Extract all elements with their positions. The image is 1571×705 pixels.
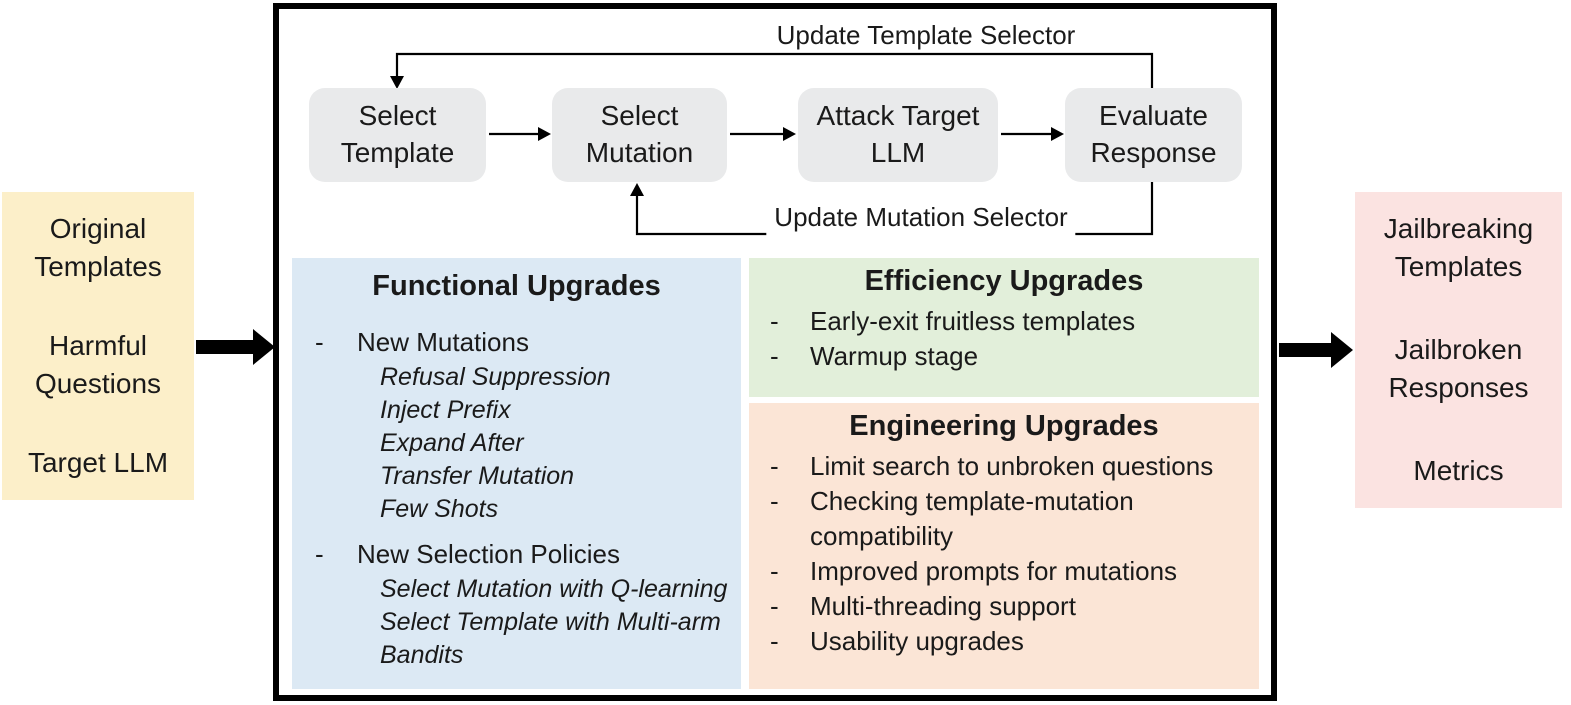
step-arrow-3 xyxy=(1001,127,1064,141)
template-feedback-arrow xyxy=(390,52,1154,89)
functional-upgrades-title: Functional Upgrades xyxy=(372,270,661,302)
engineering-upgrades-title: Engineering Upgrades xyxy=(849,410,1159,442)
output-arrow xyxy=(1279,332,1353,368)
item-text: Usability upgrades xyxy=(810,626,1024,656)
item-text: Multi-threading support xyxy=(810,591,1076,621)
item-text: Warmup stage xyxy=(810,341,979,371)
input-item-harmful-questions: Harmful Questions xyxy=(34,329,162,400)
output-item-jailbreaking-templates: Jailbreaking Templates xyxy=(1383,213,1534,283)
output-item-metrics: Metrics xyxy=(1413,454,1504,486)
subitem: Inject Prefix xyxy=(380,396,511,424)
input-item-target-llm: Target LLM xyxy=(27,446,169,478)
group-label: New Selection Policies xyxy=(357,539,621,569)
step-arrow-2 xyxy=(730,127,796,141)
step-attack-target-llm: Attack Target LLM xyxy=(798,88,998,182)
list-item: - Early-exit fruitless templates xyxy=(749,304,1259,339)
step-select-template: Select Template xyxy=(309,88,486,182)
dash-bullet: - xyxy=(770,306,779,336)
functional-group-new-mutations: - New Mutations xyxy=(292,325,741,359)
functional-group-new-selection-policies: - New Selection Policies xyxy=(292,537,741,571)
dash-bullet: - xyxy=(770,341,779,371)
subitem: Expand After xyxy=(380,429,524,457)
dash-bullet: - xyxy=(770,486,779,516)
subitem: Refusal Suppression xyxy=(380,363,611,391)
output-item-jailbroken-responses: Jailbroken Responses xyxy=(1388,333,1529,404)
input-arrow xyxy=(196,329,275,365)
step-select-mutation: Select Mutation xyxy=(552,88,727,182)
list-item: - Improved prompts for mutations xyxy=(749,554,1259,589)
item-text: Improved prompts for mutations xyxy=(810,556,1178,586)
outputs-panel: Jailbreaking Templates Jailbroken Respon… xyxy=(1355,192,1562,508)
subitem: Transfer Mutation xyxy=(380,462,575,490)
engineering-upgrades-panel: Engineering Upgrades - Limit search to u… xyxy=(749,403,1259,689)
efficiency-list: - Early-exit fruitless templates - Warmu… xyxy=(749,304,1259,374)
subitem: Select Mutation with Q-learning xyxy=(380,575,728,603)
dash-bullet: - xyxy=(770,451,779,481)
dash-bullet: - xyxy=(315,327,324,357)
step-arrow-1 xyxy=(489,127,551,141)
list-item: - Multi-threading support xyxy=(749,589,1259,624)
dash-bullet: - xyxy=(770,556,779,586)
efficiency-upgrades-panel: Efficiency Upgrades - Early-exit fruitle… xyxy=(749,258,1259,397)
list-item: - Checking template-mutation compatibili… xyxy=(749,484,1259,554)
engineering-list: - Limit search to unbroken questions - C… xyxy=(749,449,1259,659)
item-text: Limit search to unbroken questions xyxy=(810,451,1214,481)
list-item: - Limit search to unbroken questions xyxy=(749,449,1259,484)
item-text: Early-exit fruitless templates xyxy=(810,306,1136,336)
dash-bullet: - xyxy=(315,539,324,569)
dash-bullet: - xyxy=(770,591,779,621)
item-text: Checking template-mutation compatibility xyxy=(810,486,1134,551)
subitem: Select Template with Multi-arm Bandits xyxy=(380,608,721,669)
input-item-original-templates: Original Templates xyxy=(34,213,162,283)
efficiency-upgrades-title: Efficiency Upgrades xyxy=(864,265,1144,297)
update-mutation-selector-label: Update Mutation Selector xyxy=(766,202,1076,241)
new-selection-policies-sublist: Select Mutation with Q-learning Select T… xyxy=(380,573,741,672)
functional-upgrades-panel: Functional Upgrades - New Mutations Refu… xyxy=(292,258,741,689)
list-item: - Warmup stage xyxy=(749,339,1259,374)
list-item: - Usability upgrades xyxy=(749,624,1259,659)
step-evaluate-response: Evaluate Response xyxy=(1065,88,1242,182)
subitem: Few Shots xyxy=(380,495,499,523)
dash-bullet: - xyxy=(770,626,779,656)
inputs-panel: Original Templates Harmful Questions Tar… xyxy=(2,192,194,500)
update-template-selector-label: Update Template Selector xyxy=(768,20,1084,51)
group-label: New Mutations xyxy=(357,327,529,357)
new-mutations-sublist: Refusal Suppression Inject Prefix Expand… xyxy=(380,361,741,526)
